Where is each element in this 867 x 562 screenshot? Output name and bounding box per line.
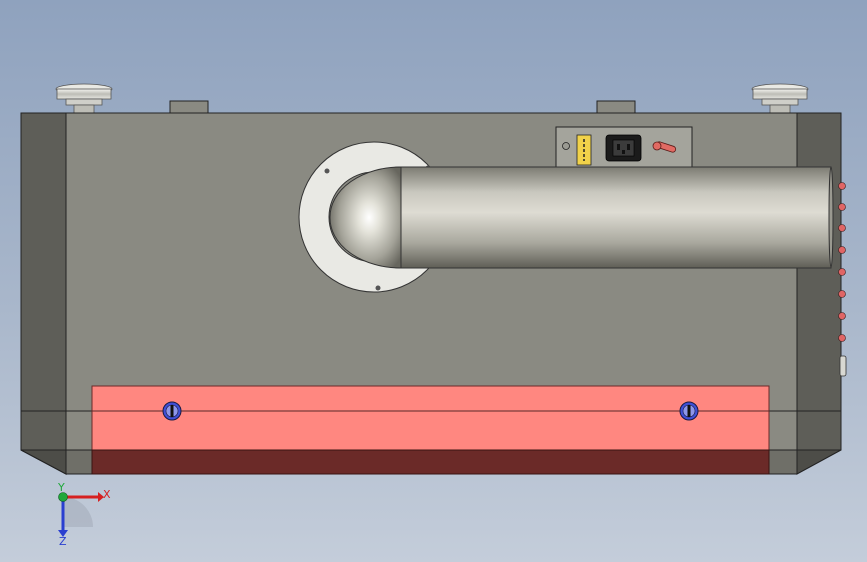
left-side-panel: [20, 112, 67, 451]
power-socket[interactable]: [605, 134, 642, 162]
orientation-triad: X Y Z: [57, 481, 111, 548]
top-handle-left: [169, 100, 209, 114]
latch-right[interactable]: [679, 401, 699, 421]
z-axis-label: Z: [59, 535, 67, 548]
indicator-light: [562, 142, 570, 150]
right-side-panel: [796, 112, 842, 451]
highlighted-panel[interactable]: [91, 385, 770, 475]
control-panel: [555, 126, 693, 170]
exhaust-pipe: [329, 166, 834, 269]
top-handle-right: [596, 100, 636, 114]
side-connectors: [838, 182, 847, 377]
x-axis-label: X: [103, 488, 111, 501]
power-switch[interactable]: [652, 141, 677, 153]
latch-left[interactable]: [162, 401, 182, 421]
right-foot: [751, 83, 809, 114]
bottom-right-chamfer: [796, 449, 842, 475]
y-axis-label: Y: [57, 481, 65, 494]
left-foot: [55, 83, 113, 114]
